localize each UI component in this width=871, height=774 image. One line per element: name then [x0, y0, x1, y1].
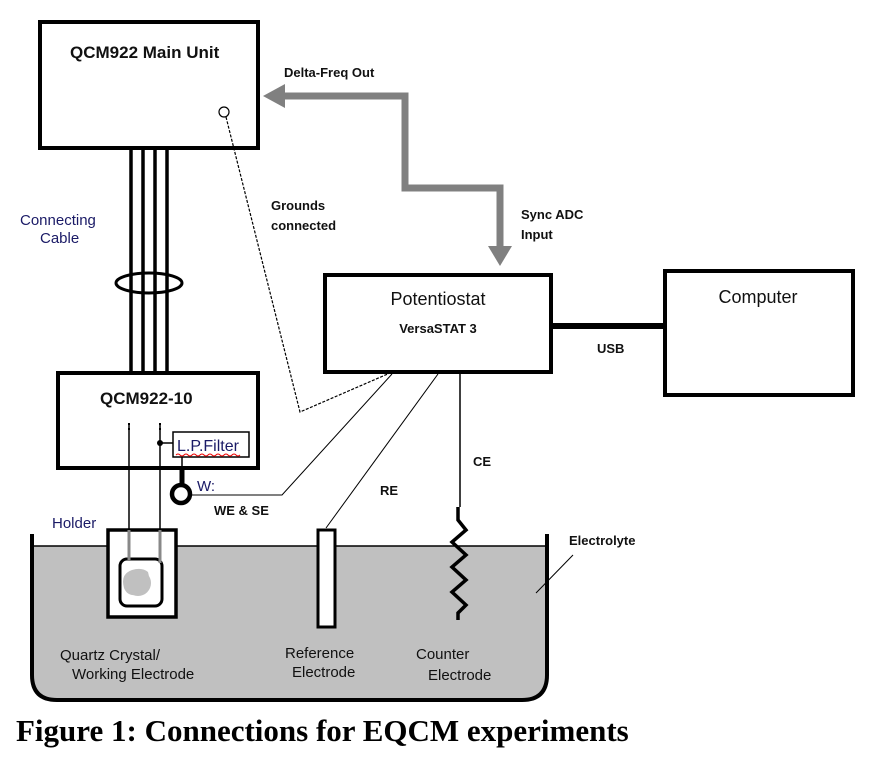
lp-filter-label: L.P.Filter	[177, 438, 240, 455]
potentiostat-title: Potentiostat	[390, 289, 485, 309]
computer-box	[663, 269, 855, 397]
connecting-cable-label-line2: Cable	[40, 230, 79, 247]
quartz-crystal-label-line1: Quartz Crystal/	[60, 647, 161, 664]
wire-dots	[128, 423, 161, 430]
potentiostat-model: VersaSTAT 3	[399, 321, 477, 336]
connecting-cable-label-line1: Connecting	[20, 212, 96, 229]
crystal-leads	[127, 530, 162, 563]
spellcheck-underline	[175, 453, 241, 457]
grounds-label-line1: Grounds	[271, 198, 325, 213]
cable-ferrite-ring-icon	[114, 271, 184, 295]
holder-label: Holder	[52, 515, 96, 532]
arrowhead-down-icon	[488, 246, 512, 266]
usb-label: USB	[597, 341, 624, 356]
computer-label: Computer	[718, 287, 797, 307]
delta-freq-label: Delta-Freq Out	[284, 65, 375, 80]
grounds-label-line2: connected	[271, 218, 336, 233]
counter-electrode-label-line2: Electrode	[428, 667, 491, 684]
beaker	[30, 534, 549, 702]
sync-adc-label-line2: Input	[521, 227, 553, 242]
qcm922-10-label: QCM922-10	[100, 389, 193, 408]
ground-terminal-icon	[218, 106, 230, 118]
ground-wire	[225, 116, 391, 413]
potentiostat-box	[323, 273, 553, 374]
w-terminal-label: W:	[197, 478, 215, 495]
figure-caption: Figure 1: Connections for EQCM experimen…	[16, 713, 629, 748]
w-terminal-icon	[169, 482, 193, 506]
lp-filter-box	[172, 431, 250, 458]
re-wire	[325, 373, 439, 529]
electrolyte-pointer	[535, 554, 574, 594]
qcm922-10-box	[56, 371, 260, 470]
we-se-wire	[190, 373, 393, 496]
arrowhead-left-icon	[263, 84, 285, 108]
re-label: RE	[380, 483, 398, 498]
counter-electrode-coil-icon	[449, 507, 469, 620]
reference-electrode-label-line1: Reference	[285, 645, 354, 662]
counter-electrode-label-line1: Counter	[416, 646, 469, 663]
quartz-crystal-label-line2: Working Electrode	[72, 666, 194, 683]
ce-label: CE	[473, 454, 491, 469]
reference-electrode-rod	[316, 528, 337, 629]
electrolyte-label: Electrolyte	[569, 533, 635, 548]
sync-signal-arrow-path	[282, 92, 504, 248]
reference-electrode-label-line2: Electrode	[292, 664, 355, 681]
sync-adc-label-line1: Sync ADC	[521, 207, 584, 222]
qcm922-main-unit-label: QCM922 Main Unit	[70, 43, 220, 62]
we-se-label: WE & SE	[214, 503, 269, 518]
connecting-cable	[129, 148, 169, 374]
quartz-crystal-disc	[125, 570, 151, 596]
qcm922-main-unit-box	[38, 20, 260, 150]
